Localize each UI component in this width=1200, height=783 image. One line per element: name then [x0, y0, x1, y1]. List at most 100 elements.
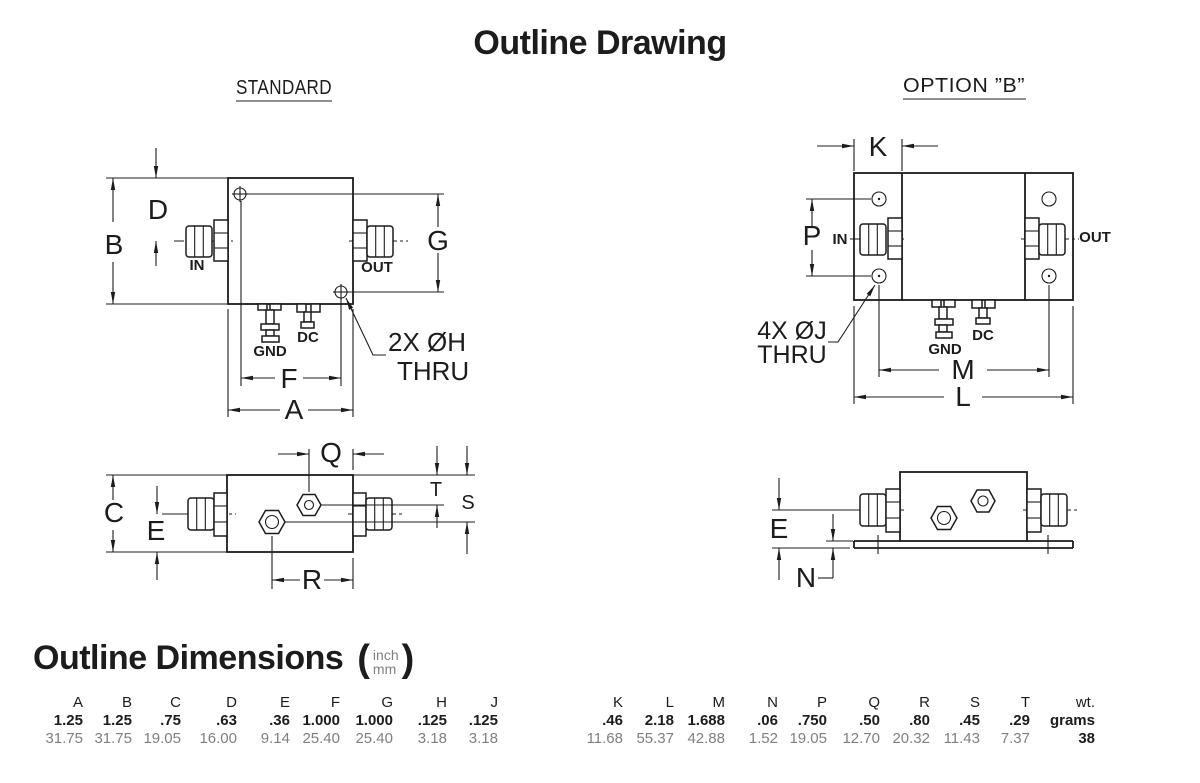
out-connector — [349, 219, 408, 262]
table-mm-R: 20.32 — [892, 730, 930, 747]
dim-r-label: R — [302, 564, 322, 595]
table-mm-J: 3.18 — [468, 730, 498, 747]
hole-note-standard: 2X ØH THRU — [345, 297, 469, 386]
table-inch-E: .36 — [269, 712, 290, 729]
table-header-L: L — [665, 694, 674, 711]
dim-b: B — [105, 177, 228, 305]
dim-f: F — [240, 201, 342, 394]
gnd-pin-option-b — [931, 299, 956, 339]
standard-body — [227, 177, 354, 305]
dim-m: M — [878, 285, 1050, 385]
table-inch-D: .63 — [216, 712, 237, 729]
side-in-connector-option-b — [850, 488, 904, 533]
table-inch-J: .125 — [468, 712, 498, 729]
table-inch-B: 1.25 — [102, 712, 132, 729]
paren-close: ) — [401, 638, 415, 680]
dim-f-label: F — [280, 363, 297, 394]
table-inch-K: .46 — [602, 712, 623, 729]
dim-m-label: M — [951, 354, 974, 385]
dim-l: L — [853, 306, 1074, 412]
table-header-A: A — [72, 694, 83, 711]
hole-note-line1: 2X ØH — [388, 327, 466, 357]
table-inch-A: 1.25 — [53, 712, 83, 729]
table-header-wt.: wt. — [1075, 694, 1095, 711]
table-header-K: K — [612, 694, 623, 711]
table-mm-E: 9.14 — [260, 730, 290, 747]
dim-a: A — [227, 309, 354, 425]
table-header-D: D — [226, 694, 237, 711]
hole-note-option-b-line1: 4X ØJ — [757, 317, 826, 345]
table-inch-N: .06 — [757, 712, 778, 729]
dc-pin-label-option-b: DC — [972, 327, 994, 344]
table-mm-P: 19.05 — [789, 730, 827, 747]
hole-note-option-b: 4X ØJ THRU — [757, 284, 876, 369]
in-port-label-option-b: IN — [833, 231, 848, 248]
table-header-G: G — [381, 694, 393, 711]
table-header-N: N — [767, 694, 778, 711]
dim-e-standard: E — [147, 486, 186, 580]
gnd-pin-label-option-b: GND — [928, 341, 962, 358]
option-b-front-view: OPTION ”B” K P — [757, 75, 1111, 412]
dim-k: K — [817, 131, 938, 171]
mounting-hole-top-left — [232, 186, 248, 202]
dim-s: S — [285, 446, 475, 554]
flange-holes — [871, 191, 1057, 284]
table-inch-C: .75 — [160, 712, 181, 729]
table-header-H: H — [436, 694, 447, 711]
page-title: Outline Drawing — [473, 24, 727, 62]
table-header-R: R — [919, 694, 930, 711]
table-header-T: T — [1020, 694, 1030, 711]
side-out-connector — [348, 492, 402, 537]
unit-mm: mm — [372, 661, 397, 677]
unit-stack: inch mm — [373, 642, 399, 676]
table-mm-F: 25.40 — [302, 730, 340, 747]
table-mm-wt.: 38 — [1078, 730, 1095, 747]
option-b-view-title: OPTION ”B” — [903, 75, 1025, 97]
table-mm-D: 16.00 — [199, 730, 237, 747]
dim-t: T — [321, 446, 475, 528]
dim-a-label: A — [285, 394, 304, 425]
out-port-label-option-b: OUT — [1079, 229, 1111, 246]
table-inch-L: 2.18 — [644, 712, 674, 729]
table-mm-N: 1.52 — [748, 730, 778, 747]
hole-note-line2: THRU — [397, 356, 469, 386]
table-inch-H: .125 — [417, 712, 447, 729]
dim-e-option-b-label: E — [770, 513, 789, 544]
in-connector — [174, 219, 233, 262]
table-header-F: F — [330, 694, 340, 711]
dim-g-label: G — [427, 225, 449, 256]
table-inch-wt.: grams — [1049, 712, 1095, 729]
standard-view-title: STANDARD — [236, 77, 332, 99]
dc-pin-option-b — [971, 299, 996, 325]
dim-d: D — [148, 148, 168, 266]
dim-e-option-b: E — [770, 478, 850, 580]
dim-c: C — [104, 474, 227, 553]
dim-r: R — [271, 536, 354, 595]
table-inch-Q: .50 — [859, 712, 880, 729]
table-header-E: E — [279, 694, 290, 711]
table-mm-L: 55.37 — [636, 730, 674, 747]
table-header-P: P — [816, 694, 827, 711]
table-header-J: J — [490, 694, 499, 711]
in-port-label: IN — [190, 257, 205, 274]
gnd-pin — [257, 303, 282, 343]
table-mm-M: 42.88 — [687, 730, 725, 747]
table-mm-K: 11.68 — [586, 730, 623, 747]
in-connector-option-b — [850, 217, 906, 260]
table-inch-M: 1.688 — [687, 712, 725, 729]
option-b-side-flange — [853, 535, 1074, 554]
table-mm-A: 31.75 — [45, 730, 83, 747]
dim-s-label: S — [461, 492, 474, 514]
dim-t-label: T — [430, 479, 442, 501]
dim-q-label: Q — [320, 437, 342, 468]
standard-side-body — [226, 474, 354, 553]
dim-d-label: D — [148, 194, 168, 225]
dim-g: G — [248, 193, 449, 293]
outline-dimensions-title: Outline Dimensions — [33, 639, 344, 677]
table-header-S: S — [969, 694, 980, 711]
table-mm-S: 11.43 — [943, 730, 980, 747]
dim-k-label: K — [869, 131, 888, 162]
table-mm-B: 31.75 — [94, 730, 132, 747]
